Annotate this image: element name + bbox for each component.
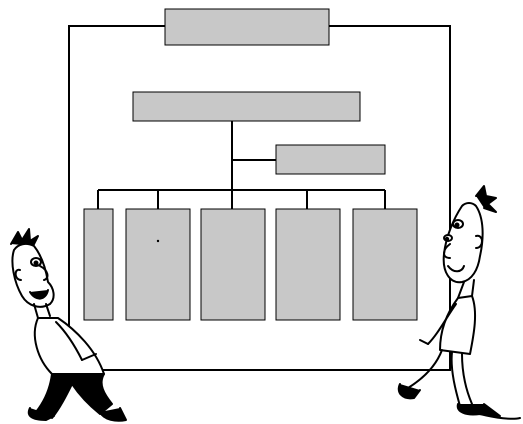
unit-box-3	[201, 209, 265, 320]
unit-box-5	[353, 209, 417, 320]
head-box	[133, 92, 360, 121]
unit-box-2	[126, 209, 190, 320]
title-box	[165, 9, 329, 45]
unit-box-2-dot	[157, 240, 159, 242]
staff-box	[276, 145, 385, 174]
unit-box-1	[84, 209, 113, 320]
unit-box-4	[276, 209, 340, 320]
